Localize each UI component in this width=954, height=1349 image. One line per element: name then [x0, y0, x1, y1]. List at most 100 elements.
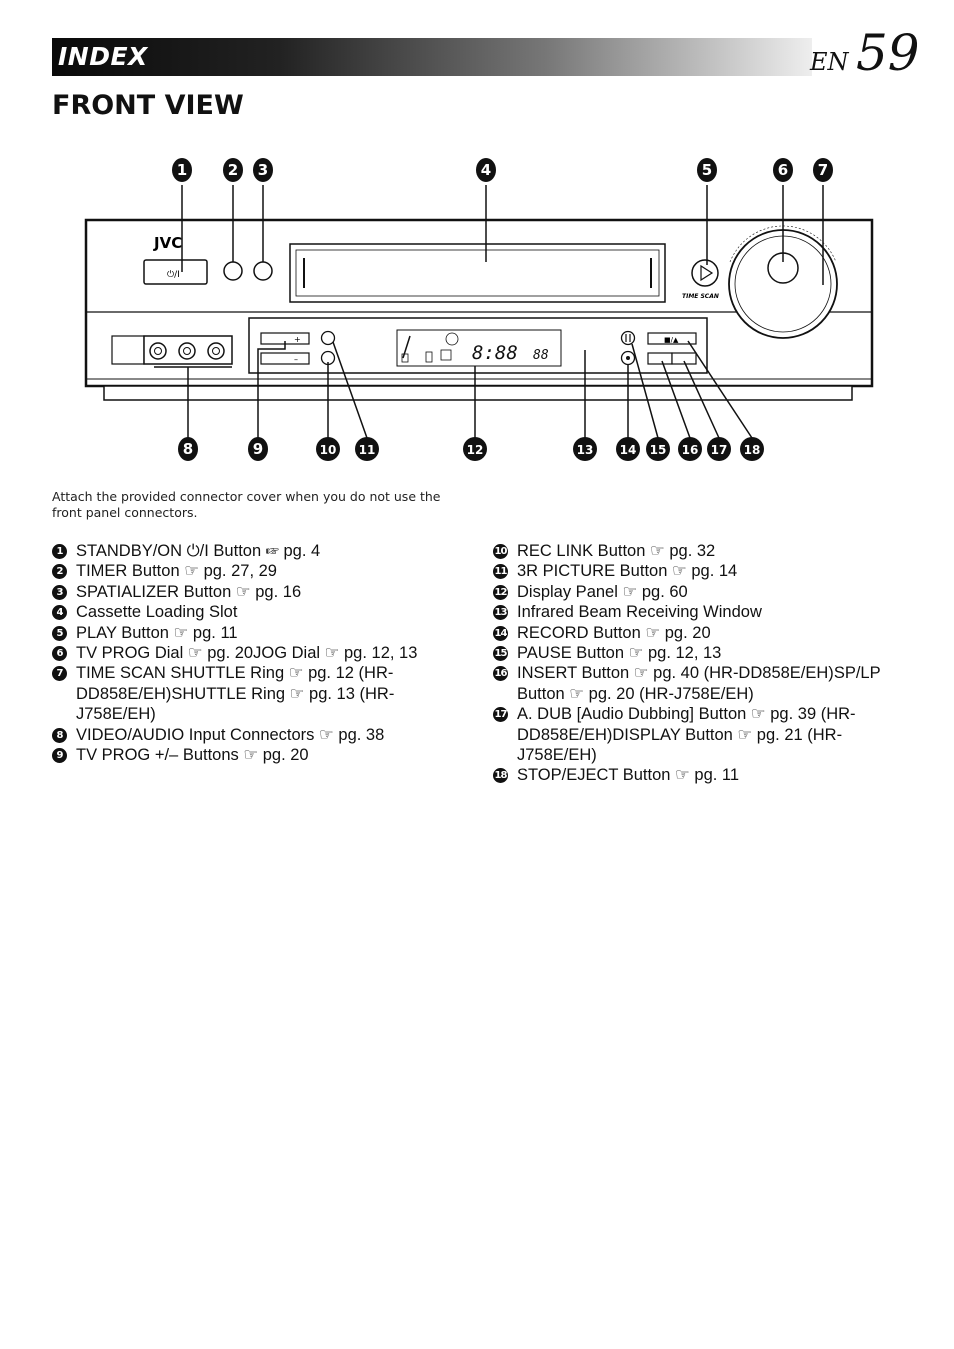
language-code: EN — [810, 48, 849, 76]
spatializer-button[interactable] — [253, 261, 273, 281]
item-number-badge: 5 — [52, 625, 67, 641]
callout-number: 4 — [481, 161, 491, 179]
callout-number: 5 — [702, 161, 712, 179]
callout-number: 13 — [577, 443, 594, 457]
play-icon — [700, 264, 714, 282]
timer-button[interactable] — [223, 261, 243, 281]
callout-5: 5 — [697, 158, 717, 182]
header-bar — [52, 38, 812, 76]
brand-logo: JVC — [153, 234, 182, 252]
item-text: SHUTTLE Ring ☞ pg. 13 (HR-J758E/EH) — [76, 684, 395, 724]
callout-9: 9 — [248, 437, 268, 461]
callout-15: 15 — [646, 437, 670, 461]
callout-number: 2 — [228, 161, 238, 179]
callout-number: 3 — [258, 161, 268, 179]
plus-label: + — [294, 335, 301, 344]
insert-button[interactable] — [647, 352, 673, 365]
display-panel — [396, 329, 562, 367]
item-text: DD858E/EH) — [76, 684, 172, 703]
audio-left-jack[interactable] — [178, 342, 196, 360]
callout-number: 9 — [253, 440, 263, 458]
callout-7: 7 — [813, 158, 833, 182]
cassette-slot — [289, 243, 666, 303]
a-dub-button[interactable] — [671, 352, 697, 365]
rec-link-button[interactable] — [320, 330, 336, 346]
audio-right-jack[interactable] — [207, 342, 225, 360]
index-item-7: 7 TIME SCAN SHUTTLE Ring ☞ pg. 12 (HR-DD8… — [52, 663, 472, 724]
item-text: SP/LP Button ☞ pg. 20 (HR-J758E/EH) — [517, 664, 881, 703]
item-text: A. DUB [Audio Dubbing] Button ☞ pg. 39 (… — [517, 705, 856, 724]
callout-11: 11 — [355, 437, 379, 461]
item-number-badge: 3 — [52, 584, 67, 600]
item-text: 3R PICTURE Button ☞ pg. 14 — [517, 562, 738, 581]
callout-number: 16 — [682, 443, 699, 457]
minus-label: – — [294, 355, 298, 364]
item-text: DISPLAY Button ☞ pg. 21 (HR-J758E/EH) — [517, 725, 843, 765]
item-number-badge: 17 — [493, 707, 508, 723]
play-button[interactable] — [691, 259, 719, 287]
item-text: STOP/EJECT Button ☞ pg. 11 — [517, 766, 740, 785]
item-text: VIDEO/AUDIO Input Connectors ☞ pg. 38 — [76, 725, 385, 744]
item-text: TIME SCAN SHUTTLE Ring ☞ pg. 12 (HR- — [76, 664, 394, 683]
item-text: DD858E/EH) — [517, 725, 613, 744]
item-text: TIMER Button ☞ pg. 27, 29 — [76, 562, 277, 581]
video-input-jack[interactable] — [149, 342, 167, 360]
item-number-badge: 4 — [52, 605, 67, 621]
connector-cover-slot — [111, 335, 145, 365]
connector-cover-note: Attach the provided connector cover when… — [52, 489, 441, 520]
index-item-11: 11 3R PICTURE Button ☞ pg. 14 — [493, 561, 913, 581]
item-number-badge: 11 — [493, 564, 508, 580]
item-number-badge: 8 — [52, 727, 67, 743]
item-number-badge: 7 — [52, 666, 67, 682]
item-number-badge: 16 — [493, 666, 508, 682]
timescan-label: TIME SCAN — [682, 293, 719, 300]
item-text: PAUSE Button ☞ pg. 12, 13 — [517, 644, 722, 663]
callout-number: 11 — [359, 443, 376, 457]
display-small-digits: 88 — [533, 348, 549, 363]
stop-eject-button[interactable] — [647, 332, 697, 345]
callout-number: 18 — [744, 443, 761, 457]
item-number-badge: 9 — [52, 748, 67, 764]
callout-number: 10 — [320, 443, 337, 457]
standby-button[interactable] — [143, 259, 208, 285]
index-item-4: 4 Cassette Loading Slot — [52, 602, 472, 622]
callout-number: 15 — [650, 443, 667, 457]
item-text: PLAY Button ☞ pg. 11 — [76, 623, 238, 642]
item-number-badge: 1 — [52, 544, 67, 559]
callout-18: 18 — [740, 437, 764, 461]
callout-14: 14 — [616, 437, 640, 461]
item-text: SPATIALIZER Button ☞ pg. 16 — [76, 582, 302, 601]
stop-eject-label: ■/▲ — [664, 336, 679, 344]
standby-symbol: ⏻/I — [167, 269, 180, 280]
callout-number: 12 — [467, 443, 484, 457]
callout-17: 17 — [707, 437, 731, 461]
tv-prog-minus-button[interactable] — [260, 352, 310, 365]
item-text: Cassette Loading Slot — [76, 603, 238, 622]
callout-10: 10 — [316, 437, 340, 461]
callout-4: 4 — [476, 158, 496, 182]
page-number: 59 — [856, 24, 920, 82]
callout-number: 6 — [778, 161, 788, 179]
item-text: REC LINK Button ☞ pg. 32 — [517, 542, 716, 560]
callout-number: 1 — [177, 161, 187, 179]
callout-12: 12 — [463, 437, 487, 461]
pause-button[interactable] — [620, 330, 636, 346]
index-item-17: 17 A. DUB [Audio Dubbing] Button ☞ pg. 39… — [493, 704, 913, 765]
callout-2: 2 — [223, 158, 243, 182]
vcr-front-diagram: JVC ⏻/I TIME SCAN + – 8:88 88 ■/▲ — [84, 158, 874, 461]
item-number-badge: 14 — [493, 625, 508, 641]
item-number-badge: 12 — [493, 584, 508, 600]
header-title: INDEX — [58, 42, 148, 71]
item-number-badge: 6 — [52, 646, 67, 662]
